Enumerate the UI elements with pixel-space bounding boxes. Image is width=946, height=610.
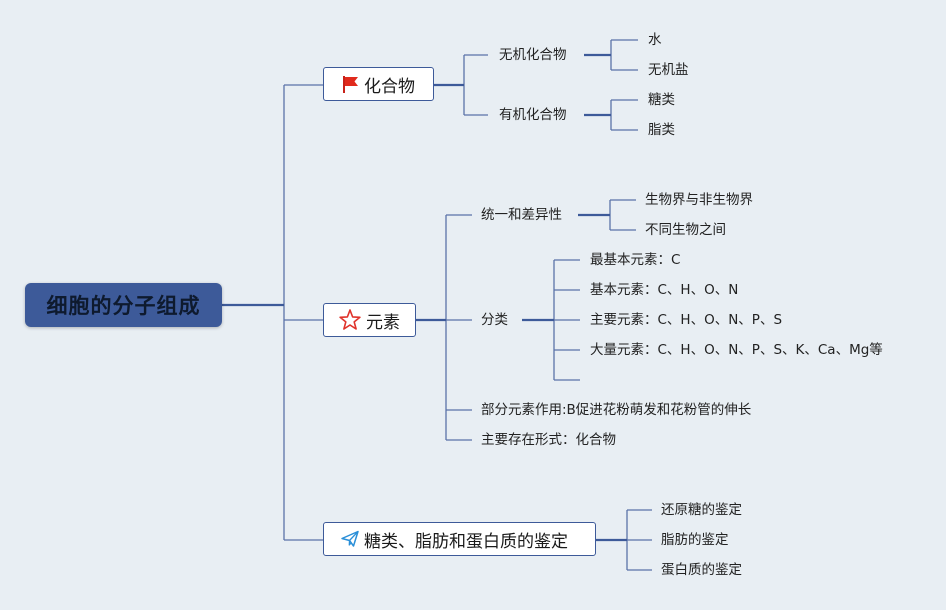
element-form[interactable]: 主要存在形式：化合物 — [481, 432, 616, 448]
root-node[interactable]: 细胞的分子组成 — [25, 283, 222, 327]
inorganic-compound[interactable]: 无机化合物 — [499, 47, 567, 63]
organic-compound[interactable]: 有机化合物 — [499, 107, 567, 123]
branch-compound[interactable]: 化合物 — [323, 67, 434, 101]
unity-diversity[interactable]: 统一和差异性 — [481, 207, 562, 223]
list-item[interactable]: 糖类 — [648, 92, 675, 108]
list-item[interactable]: 大量元素：C、H、O、N、P、S、K、Ca、Mg等 — [590, 342, 883, 358]
branch-identify[interactable]: 糖类、脂肪和蛋白质的鉴定 — [323, 522, 596, 556]
list-item[interactable]: 基本元素：C、H、O、N — [590, 282, 739, 298]
list-item[interactable]: 水 — [648, 32, 662, 48]
list-item[interactable]: 还原糖的鉴定 — [661, 502, 742, 518]
list-item[interactable]: 脂类 — [648, 122, 675, 138]
flag-icon — [340, 74, 360, 94]
element-function[interactable]: 部分元素作用:B促进花粉萌发和花粉管的伸长 — [481, 402, 752, 418]
classification[interactable]: 分类 — [481, 312, 508, 328]
list-item[interactable]: 蛋白质的鉴定 — [661, 562, 742, 578]
list-item[interactable]: 不同生物之间 — [645, 222, 726, 238]
star-icon — [338, 308, 362, 332]
list-item[interactable]: 最基本元素：C — [590, 252, 681, 268]
list-item[interactable]: 生物界与非生物界 — [645, 192, 753, 208]
list-item[interactable]: 主要元素：C、H、O、N、P、S — [590, 312, 783, 328]
branch-elements-label: 元素 — [366, 312, 400, 333]
list-item[interactable]: 无机盐 — [648, 62, 689, 78]
branch-elements[interactable]: 元素 — [323, 303, 416, 337]
branch-identify-label: 糖类、脂肪和蛋白质的鉴定 — [364, 531, 568, 552]
branch-compound-label: 化合物 — [364, 76, 415, 97]
list-item[interactable]: 脂肪的鉴定 — [661, 532, 729, 548]
paper-plane-icon — [340, 529, 360, 549]
